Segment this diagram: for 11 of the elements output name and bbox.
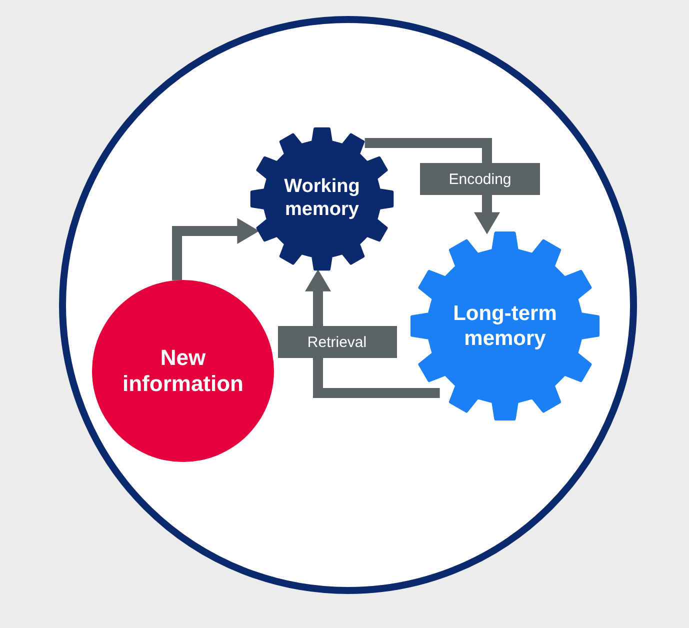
edge-label: Retrieval: [278, 326, 396, 358]
circle-frame: [59, 16, 637, 594]
gear: [410, 231, 600, 421]
arrow: [305, 269, 440, 398]
node-label: New information: [122, 344, 244, 398]
node-label: Working memory: [283, 176, 361, 222]
edge-label: Encoding: [420, 163, 540, 195]
gear: [250, 127, 394, 271]
arrow: [364, 138, 500, 234]
arrow: [172, 218, 260, 280]
node-label: Long-term memory: [452, 300, 558, 352]
